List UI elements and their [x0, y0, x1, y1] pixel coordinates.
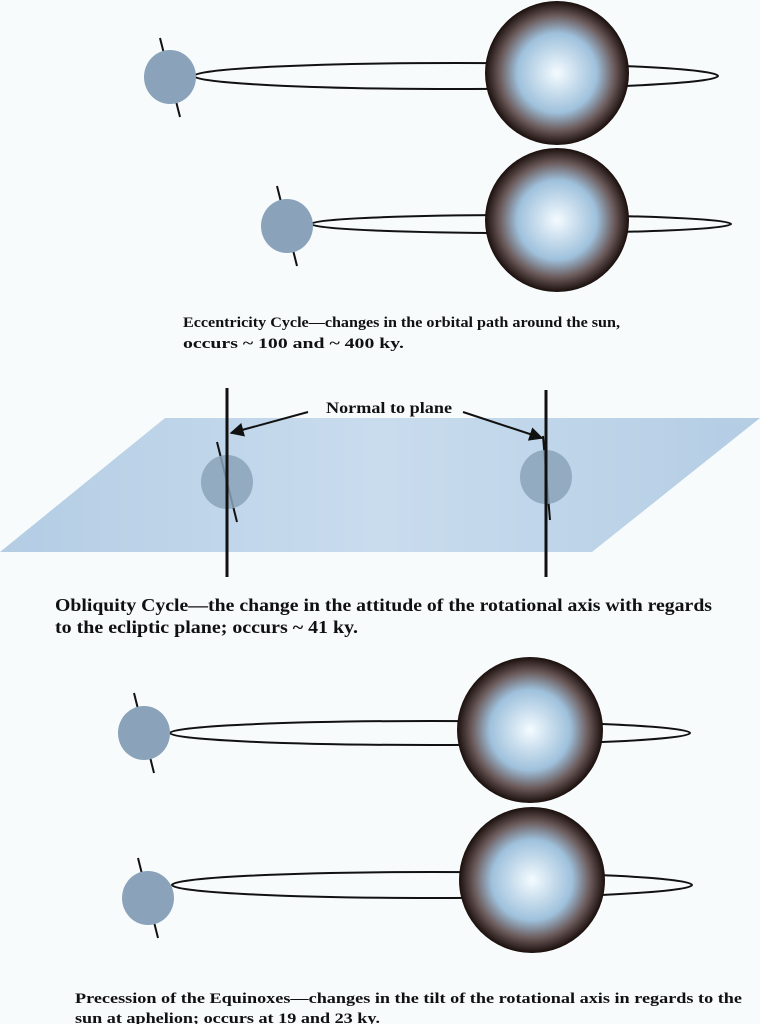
eccentricity-panel: Eccentricity Cycle—changes in the orbita… [144, 1, 732, 352]
sun [485, 1, 629, 145]
sun [457, 657, 603, 803]
arrow-right [462, 411, 544, 441]
precession-caption-line1: Precession of the Equinoxes—changes in t… [75, 991, 743, 1007]
orbit-path [171, 871, 693, 899]
normal-to-plane-label: Normal to plane [326, 400, 452, 417]
obliquity-caption-line1: Obliquity Cycle—the change in the attitu… [55, 595, 712, 615]
obliquity-panel: Normal to plane Obliquity Cycle—the chan… [0, 388, 760, 637]
ecliptic-plane [0, 418, 760, 552]
orbit-diagram-1 [144, 1, 719, 145]
sun [485, 148, 629, 292]
orbit-diagram-4 [122, 807, 693, 953]
precession-caption-line2: sun at aphelion; occurs at 19 and 23 ky. [75, 1011, 380, 1024]
eccentricity-caption-line2: occurs ~ 100 and ~ 400 ky. [183, 336, 404, 352]
orbit-diagram-3 [118, 657, 691, 803]
earth [261, 199, 313, 253]
obliquity-caption-line2: to the ecliptic plane; occurs ~ 41 ky. [55, 617, 358, 637]
sun [459, 807, 605, 953]
arrow-left [229, 411, 309, 437]
precession-panel: Precession of the Equinoxes—changes in t… [75, 657, 743, 1024]
orbit-diagram-2 [261, 148, 732, 292]
earth [122, 871, 174, 925]
earth [118, 706, 170, 760]
eccentricity-caption-line1: Eccentricity Cycle—changes in the orbita… [183, 315, 620, 331]
earth [144, 50, 196, 104]
